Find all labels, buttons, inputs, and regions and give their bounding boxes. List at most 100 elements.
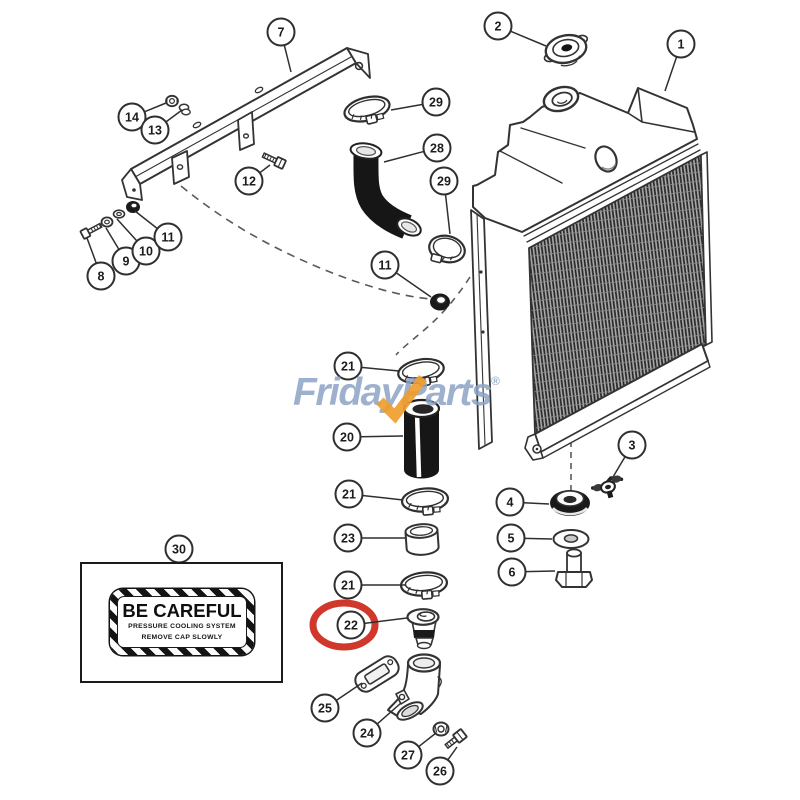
callout-7-2: 7 [266,17,296,73]
callout-leader [383,150,425,163]
callout-leader [418,732,437,748]
callout-circle [352,718,382,748]
callout-leader [360,435,404,438]
callout-number: 8 [98,269,105,283]
callout-circle [617,430,647,460]
callout-number: 7 [278,25,285,39]
callout-22-19: 22 [309,599,408,651]
callout-leader [364,617,408,625]
bolt-8-illustration [79,222,103,240]
callout-circle [334,479,364,509]
callout-circle [496,523,526,553]
callout-leader [165,109,183,123]
callout-circle [86,261,116,291]
callout-leader [447,746,458,761]
callout-29-10: 29 [390,87,451,117]
bracket-tab [237,111,255,151]
nut-27-illustration [432,721,450,737]
radiator-cap-illustration [543,33,589,67]
callout-number: 30 [172,542,186,556]
callout-5-26: 5 [496,523,553,553]
warning-stripe-inner: BE CAREFUL PRESSURE COOLING SYSTEM REMOV… [117,596,247,648]
callout-number: 9 [123,254,130,268]
gasket-25-illustration [354,655,400,693]
nut-9-illustration [100,216,114,228]
callout-8-6: 8 [86,237,116,291]
callout-number: 6 [509,565,516,579]
callout-circle [425,756,455,786]
callout-circle [495,487,525,517]
callout-leader [510,30,547,47]
bracket-tab [171,150,190,185]
callout-20-15: 20 [332,422,404,452]
callout-number: 27 [401,748,415,762]
callout-leader [444,194,451,235]
callout-circle [333,523,363,553]
dashed-assembly-links [180,185,572,497]
callout-23-17: 23 [333,523,405,553]
callout-21-18: 21 [333,570,406,600]
callout-number: 14 [125,110,139,124]
callout-circle [666,29,696,59]
callout-leader [116,218,138,242]
callout-leader [390,103,423,111]
callout-30-28: 30 [164,534,194,564]
radiator-filler-neck [542,85,580,113]
warning-line1: PRESSURE COOLING SYSTEM [128,623,236,631]
callout-number: 23 [341,531,355,545]
bracket-illustration [121,47,371,201]
callout-circle [483,11,513,41]
callout-number: 20 [340,430,354,444]
callout-number: 21 [342,487,356,501]
callout-leader [105,227,120,250]
callout-leader [524,537,553,540]
callout-circle [332,422,362,452]
callout-29-12: 29 [429,166,459,235]
callout-circle [336,610,366,640]
drain-petcock-3-illustration [590,475,624,499]
dashed-link-bracket-to-grommet [180,185,431,300]
callout-number: 28 [430,141,444,155]
callout-circle [117,102,147,132]
callout-number: 13 [148,123,162,137]
warning-title: BE CAREFUL [122,600,242,622]
washer-10-illustration [112,209,126,219]
callout-number: 22 [344,618,358,632]
callout-circle [429,166,459,196]
rubber-mount-4-illustration [550,490,590,516]
callout-circle [497,557,527,587]
callout-14-3: 14 [117,102,167,132]
bolt-12-illustration [261,152,287,170]
callout-leader [525,570,556,573]
callout-leader [259,164,271,174]
callout-number: 3 [629,438,636,452]
thermostat-22-illustration [406,608,440,650]
callout-number: 11 [161,230,174,244]
callout-circle [140,115,170,145]
callout-3-24: 3 [612,430,647,478]
callout-leader [523,501,550,505]
callout-leader [612,456,626,478]
callout-leader [395,272,432,298]
callout-4-25: 4 [495,487,550,517]
callout-number: 2 [495,19,502,33]
callout-number: 26 [433,764,447,778]
callout-circle [131,236,161,266]
callout-21-16: 21 [334,479,404,509]
callout-circle [370,250,400,280]
warning-stripe-band: BE CAREFUL PRESSURE COOLING SYSTEM REMOV… [110,589,254,655]
callout-21-14: 21 [333,351,400,381]
callout-leader [144,102,167,113]
callout-number: 12 [242,174,256,188]
hose-clamp-21-mid [399,485,451,519]
grommet-11-lower-illustration [430,293,450,311]
callout-24-21: 24 [352,702,402,748]
callout-25-20: 25 [310,682,363,723]
callout-leader [362,494,404,501]
callout-number: 29 [437,174,451,188]
callout-27-22: 27 [393,732,437,770]
hose-clamp-21-top [395,354,448,391]
callout-number: 24 [360,726,374,740]
warning-line2: REMOVE CAP SLOWLY [141,633,223,641]
